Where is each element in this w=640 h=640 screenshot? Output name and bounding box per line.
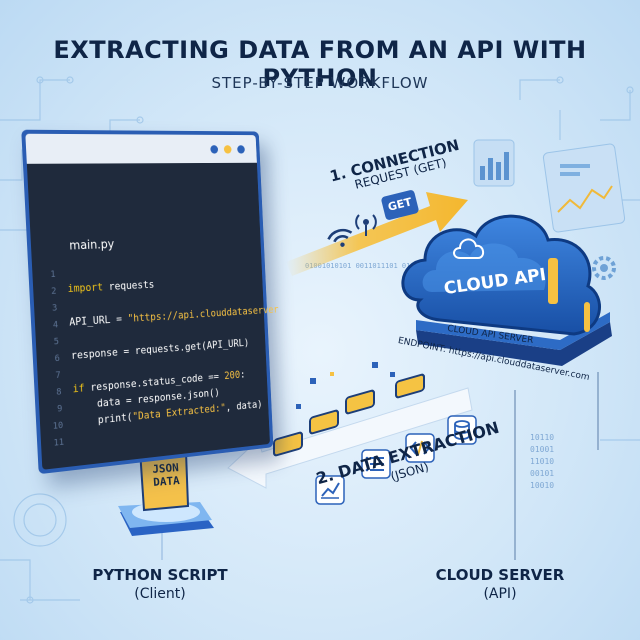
request-arrow <box>286 192 468 276</box>
cloud-icon <box>453 238 484 259</box>
data-dots <box>296 362 395 409</box>
line-number: 2 <box>50 286 57 297</box>
client-title: PYTHON SCRIPT <box>92 566 228 584</box>
data-packet <box>309 409 339 435</box>
data-packet <box>273 431 303 457</box>
code-line-3: API_URL = "https://api.clouddataserver <box>69 304 279 329</box>
svg-text:10010: 10010 <box>530 481 554 490</box>
list-icon <box>361 449 391 479</box>
line-number: 5 <box>53 337 60 348</box>
line-number: 11 <box>53 437 65 449</box>
line-number: 3 <box>51 303 58 314</box>
binary-right: 10110 01001 11010 00101 10010 <box>530 433 554 490</box>
bg-dashboard-icon <box>542 143 626 233</box>
cloud-server <box>401 214 612 366</box>
svg-text:10110: 10110 <box>530 433 554 442</box>
line-number: 4 <box>52 320 59 331</box>
server-label-subtitle: (API) <box>483 586 517 602</box>
file-name: main.py <box>68 237 115 253</box>
code-line-5: response = requests.get(API_URL) <box>70 337 250 362</box>
code-content: main.py 1 2 3 4 5 6 7 8 9 10 11 import requests AP… <box>21 130 279 475</box>
json-document <box>118 441 214 536</box>
data-packet <box>345 389 375 415</box>
svg-text:11010: 11010 <box>530 457 554 466</box>
json-data-label: JSON DATA <box>144 461 188 490</box>
code-text: import requests API_URL = "https://api.c… <box>66 256 283 432</box>
server-label: CLOUD SERVER (API) <box>410 566 590 602</box>
wifi-icon <box>327 228 353 247</box>
line-number: 9 <box>56 404 63 415</box>
line-numbers: 1 2 3 4 5 6 7 8 9 10 11 <box>36 267 64 454</box>
binary-top: 01001010101 0011011101 0101011000 <box>305 262 444 270</box>
line-number: 7 <box>55 370 61 381</box>
page-subtitle: STEP-BY-STEP WORKFLOW <box>211 74 429 92</box>
signal-icon <box>355 214 377 236</box>
page-title: EXTRACTING DATA FROM AN API WITH PYTHON <box>53 36 587 92</box>
svg-text:01001: 01001 <box>530 445 554 454</box>
client-subtitle: (Client) <box>134 586 186 602</box>
data-packet <box>395 373 425 399</box>
svg-text:00101: 00101 <box>530 469 554 478</box>
response-arrow <box>227 387 473 489</box>
client-label: PYTHON SCRIPT (Client) <box>70 566 250 602</box>
chart-icon <box>315 475 345 505</box>
bg-chart-icon <box>473 139 515 187</box>
code-line-1: import requests <box>67 279 155 296</box>
line-number: 1 <box>50 269 56 281</box>
line-number: 10 <box>52 420 64 432</box>
code-icon <box>405 433 435 463</box>
gear-icon <box>592 256 616 280</box>
line-number: 6 <box>54 353 61 365</box>
database-icon <box>447 415 477 445</box>
line-number: 8 <box>56 387 62 398</box>
server-label-title: CLOUD SERVER <box>435 566 565 584</box>
svg-text:01001010101 0011011101 0101011: 01001010101 0011011101 0101011000 <box>305 262 444 270</box>
